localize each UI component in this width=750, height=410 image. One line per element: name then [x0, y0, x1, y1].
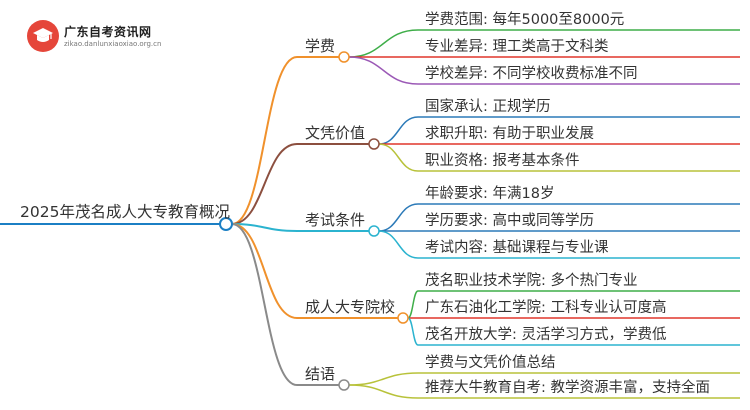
leaf-label: 茂名职业技术学院: 多个热门专业 [425, 272, 638, 289]
logo-url: zikao.danlunxiaoxiao.org.cn [64, 40, 162, 48]
branch-to-leaf-edge [348, 384, 419, 399]
root-to-branch-edge [231, 223, 298, 232]
root-node-circle [219, 217, 233, 231]
branch-label: 考试条件 [305, 211, 365, 229]
leaf-label: 学费与文凭价值总结 [425, 354, 556, 371]
branch-label: 结语 [305, 365, 335, 383]
site-logo: 广东自考资讯网 zikao.danlunxiaoxiao.org.cn [27, 20, 167, 52]
logo-title: 广东自考资讯网 [64, 25, 152, 39]
leaf-label: 推荐大牛教育自考: 教学资源丰富，支持全面 [425, 378, 710, 396]
leaf-label: 考试内容: 基础课程与专业课 [425, 239, 609, 256]
branch-node-circle [368, 138, 380, 150]
leaf-label: 职业资格: 报考基本条件 [425, 152, 580, 169]
branch-node-circle [338, 379, 350, 391]
branch-to-leaf-edge [348, 56, 419, 85]
branch-to-leaf-edge [378, 143, 419, 172]
leaf-label: 广东石油化工学院: 工科专业认可度高 [425, 299, 667, 316]
branch-label: 学费 [305, 37, 335, 55]
branch-to-leaf-edge [378, 230, 419, 259]
branch-node-circle [338, 51, 350, 63]
root-label: 2025年茂名成人大专教育概况 [20, 203, 230, 221]
leaf-label: 茂名开放大学: 灵活学习方式，学费低 [425, 326, 667, 343]
branch-node-circle [368, 225, 380, 237]
branch-node-circle [397, 312, 409, 324]
branch-label: 成人大专院校 [305, 298, 395, 316]
branch-to-leaf-edge [407, 290, 419, 319]
branch-to-leaf-edge [378, 116, 419, 145]
leaf-label: 专业差异: 理工类高于文科类 [425, 38, 609, 55]
graduation-cap-icon [27, 20, 59, 52]
root-to-branch-edge [231, 223, 298, 319]
leaf-label: 学费范围: 每年5000至8000元 [425, 11, 624, 28]
branch-to-leaf-edge [407, 317, 419, 346]
root-to-branch-edge [231, 143, 298, 225]
leaf-label: 求职升职: 有助于职业发展 [425, 125, 594, 142]
branch-to-leaf-edge [348, 29, 419, 58]
leaf-label: 国家承认: 正规学历 [425, 98, 551, 115]
mindmap-edges [0, 29, 740, 399]
leaf-label: 学校差异: 不同学校收费标准不同 [425, 65, 638, 82]
branch-label: 文凭价值 [305, 124, 365, 142]
root-to-branch-edge [231, 56, 298, 225]
branch-to-leaf-edge [378, 203, 419, 232]
leaf-label: 年龄要求: 年满18岁 [425, 185, 554, 202]
branch-to-leaf-edge [348, 372, 419, 386]
leaf-label: 学历要求: 高中或同等学历 [425, 211, 594, 229]
root-to-branch-edge [231, 223, 298, 386]
